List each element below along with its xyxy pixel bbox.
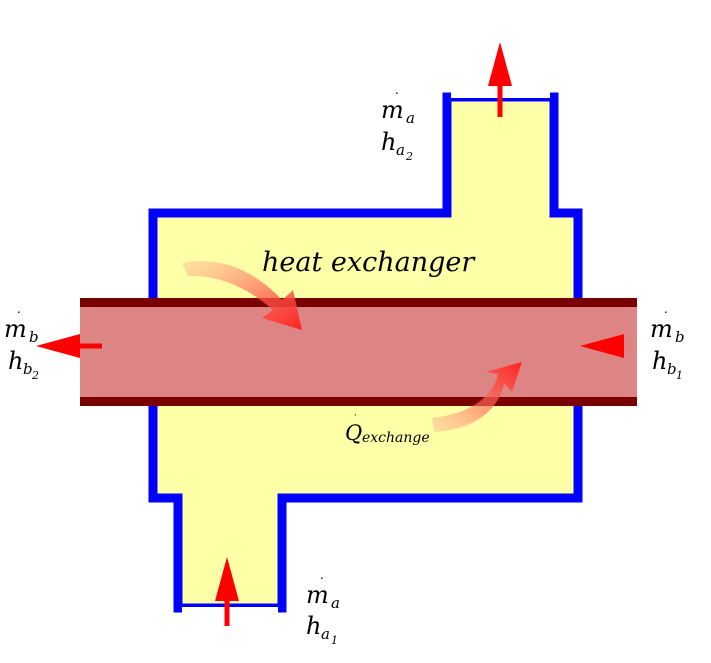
mass-flow-dot: ˙ <box>14 310 21 326</box>
enthalpy-index: 1 <box>676 369 683 382</box>
enthalpy-symbol: h <box>652 347 667 375</box>
shell-bottom-opening <box>182 607 278 619</box>
mass-flow-subscript: b <box>675 328 685 346</box>
pipe-body <box>80 303 637 401</box>
enthalpy-subscript: b <box>667 360 677 378</box>
heat-flow-label: ˙ Q exchange <box>345 414 430 446</box>
heat-arrow-bottom <box>432 362 522 432</box>
stream-b-in-label: ˙ m b h b 1 <box>650 310 685 382</box>
flow-arrow-a-out <box>488 42 512 117</box>
mass-flow-dot: ˙ <box>392 91 399 107</box>
enthalpy-subscript: a <box>396 141 405 159</box>
heat-arrow-top <box>182 261 302 330</box>
enthalpy-index: 2 <box>31 369 39 382</box>
heat-subscript: exchange <box>362 430 430 446</box>
mass-flow-subscript: a <box>406 109 415 127</box>
mass-flow-subscript: a <box>331 594 340 612</box>
mass-flow-symbol: m <box>4 315 27 343</box>
mass-flow-subscript: b <box>29 328 39 346</box>
enthalpy-index: 2 <box>405 150 413 163</box>
heat-symbol: Q <box>345 421 362 445</box>
mass-flow-symbol: m <box>306 581 329 609</box>
mass-flow-dot: ˙ <box>661 310 668 326</box>
flow-arrow-a-in <box>215 557 239 626</box>
enthalpy-subscript: b <box>23 360 33 378</box>
enthalpy-index: 1 <box>331 634 338 647</box>
enthalpy-symbol: h <box>381 128 396 156</box>
pipe-wall-bottom <box>80 397 637 406</box>
enthalpy-subscript: a <box>321 625 330 643</box>
enthalpy-symbol: h <box>306 612 321 640</box>
stream-a-out-label: ˙ m a h a 2 <box>381 91 415 163</box>
heat-dot: ˙ <box>352 414 357 425</box>
enthalpy-symbol: h <box>8 347 23 375</box>
stream-b-out-label: ˙ m b h b 2 <box>4 310 39 382</box>
pipe-wall-top <box>80 298 637 307</box>
mass-flow-symbol: m <box>650 315 673 343</box>
mass-flow-dot: ˙ <box>317 576 324 592</box>
heat-exchanger-label: heat exchanger <box>262 247 476 278</box>
mass-flow-symbol: m <box>381 96 404 124</box>
flow-arrow-b-in <box>580 334 624 358</box>
flow-arrow-b-out <box>36 334 102 358</box>
stream-a-in-label: ˙ m a h a 1 <box>306 576 340 647</box>
